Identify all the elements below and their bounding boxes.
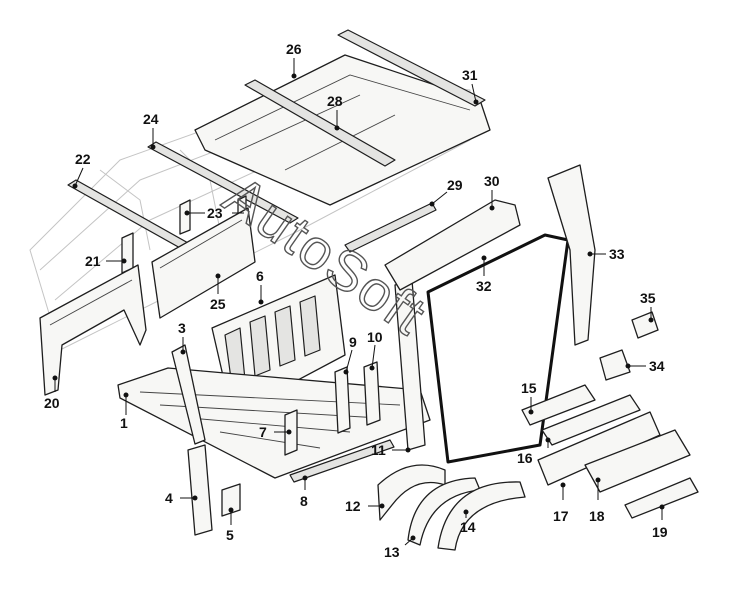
callout-22: 22 xyxy=(72,151,91,189)
part-door-frame-top xyxy=(384,199,521,291)
part-rear-pillar-33 xyxy=(547,164,596,346)
svg-text:5: 5 xyxy=(226,527,234,543)
svg-text:34: 34 xyxy=(649,358,665,374)
svg-text:9: 9 xyxy=(349,334,357,350)
callout-14: 14 xyxy=(460,509,476,535)
svg-text:16: 16 xyxy=(517,450,533,466)
svg-text:11: 11 xyxy=(371,442,386,458)
part-side-window-panel xyxy=(151,207,256,319)
part-sill-8 xyxy=(289,439,395,483)
svg-text:15: 15 xyxy=(521,380,537,396)
svg-text:6: 6 xyxy=(256,268,264,284)
callout-33: 33 xyxy=(587,246,625,262)
svg-text:3: 3 xyxy=(178,320,186,336)
callout-9: 9 xyxy=(343,334,357,375)
svg-text:4: 4 xyxy=(165,490,173,506)
svg-text:28: 28 xyxy=(327,93,343,109)
svg-text:10: 10 xyxy=(367,329,383,345)
svg-text:14: 14 xyxy=(460,519,476,535)
svg-text:12: 12 xyxy=(345,498,361,514)
part-pillar-21 xyxy=(121,232,134,274)
callout-25: 25 xyxy=(210,273,226,312)
callout-10: 10 xyxy=(367,329,383,371)
svg-text:1: 1 xyxy=(120,415,128,431)
callout-1: 1 xyxy=(120,392,129,431)
callout-4: 4 xyxy=(165,490,198,506)
callout-5: 5 xyxy=(226,507,234,543)
callout-15: 15 xyxy=(521,380,537,415)
part-floor-sill-17 xyxy=(537,411,661,486)
callout-24: 24 xyxy=(143,111,159,150)
part-sill-15 xyxy=(521,384,596,426)
svg-text:13: 13 xyxy=(384,544,400,560)
part-bracket-34 xyxy=(599,349,631,381)
part-floor-section-18 xyxy=(584,429,691,493)
svg-text:31: 31 xyxy=(462,67,478,83)
callout-30: 30 xyxy=(484,173,500,211)
svg-text:33: 33 xyxy=(609,246,625,262)
part-pillar-3 xyxy=(171,344,206,445)
svg-text:21: 21 xyxy=(85,253,101,269)
part-bracket-5 xyxy=(221,483,241,517)
callout-3: 3 xyxy=(178,320,186,355)
part-pillar-9 xyxy=(334,366,351,434)
callout-34: 34 xyxy=(625,358,665,374)
callout-23: 23 xyxy=(184,205,244,221)
callout-20: 20 xyxy=(44,375,60,411)
callouts: 1 3 4 5 6 7 8 9 10 11 12 13 14 15 16 17 … xyxy=(44,41,668,560)
svg-text:20: 20 xyxy=(44,395,60,411)
part-header-29 xyxy=(344,202,437,253)
callout-7: 7 xyxy=(259,424,292,440)
svg-text:25: 25 xyxy=(210,296,226,312)
part-roof-bow xyxy=(244,79,396,167)
callout-32: 32 xyxy=(476,255,492,294)
callout-17: 17 xyxy=(553,482,569,524)
callout-12: 12 xyxy=(345,498,385,514)
svg-text:32: 32 xyxy=(476,278,492,294)
callout-21: 21 xyxy=(85,253,127,269)
svg-text:19: 19 xyxy=(652,524,668,540)
part-rear-pillar xyxy=(187,444,213,536)
svg-text:8: 8 xyxy=(300,493,308,509)
part-rear-roof-rail xyxy=(337,29,486,107)
part-bracket-35 xyxy=(631,311,659,339)
part-side-panel xyxy=(39,264,147,396)
callout-28: 28 xyxy=(327,93,343,131)
callout-35: 35 xyxy=(640,290,656,323)
callout-29: 29 xyxy=(429,177,463,207)
svg-text:26: 26 xyxy=(286,41,302,57)
callout-8: 8 xyxy=(300,475,308,509)
part-wheel-arch-14 xyxy=(437,481,526,551)
svg-text:18: 18 xyxy=(589,508,605,524)
callout-11: 11 xyxy=(371,442,411,458)
callout-18: 18 xyxy=(589,477,605,524)
part-plate-19 xyxy=(624,477,699,519)
svg-text:7: 7 xyxy=(259,424,267,440)
part-floor xyxy=(117,367,431,479)
svg-text:29: 29 xyxy=(447,177,463,193)
callout-16: 16 xyxy=(517,437,551,466)
svg-text:23: 23 xyxy=(207,205,223,221)
svg-text:22: 22 xyxy=(75,151,91,167)
callout-31: 31 xyxy=(462,67,479,105)
svg-text:17: 17 xyxy=(553,508,569,524)
svg-text:35: 35 xyxy=(640,290,656,306)
svg-text:30: 30 xyxy=(484,173,500,189)
callout-19: 19 xyxy=(652,504,668,540)
callout-26: 26 xyxy=(286,41,302,79)
svg-text:24: 24 xyxy=(143,111,159,127)
part-pillar-10 xyxy=(363,361,381,426)
callout-13: 13 xyxy=(384,535,416,560)
callout-6: 6 xyxy=(256,268,264,305)
